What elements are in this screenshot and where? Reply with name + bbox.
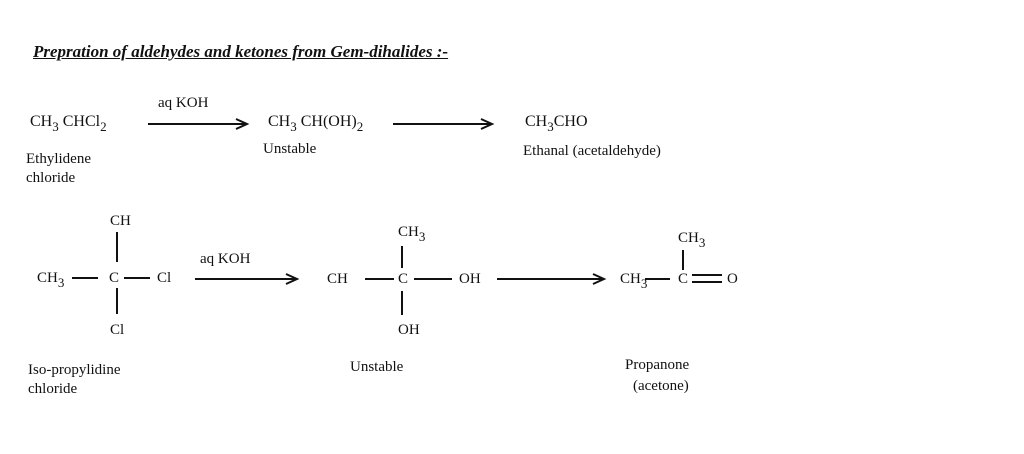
arrow-2b: [497, 273, 607, 285]
atom-left: CH3: [620, 271, 648, 291]
atom-left: CH: [327, 271, 348, 287]
atom-right: O: [727, 271, 738, 287]
reactant-name-2: chloride: [26, 170, 76, 186]
arrow-1b: [393, 118, 495, 130]
arrow-2a: [195, 273, 300, 285]
reagent-1: aq KOH: [158, 95, 209, 111]
bonds-intermediate-2: [365, 246, 452, 315]
bonds-product-2: [645, 250, 722, 283]
intermediate-label-1: Unstable: [263, 141, 317, 157]
reactant-name-1: Ethylidene: [26, 151, 91, 167]
formula-intermediate-1: CH3 CH(OH)2: [268, 113, 364, 134]
formula-ethylidene-chloride: CH3 CHCl2: [30, 113, 107, 134]
atom-top: CH3: [678, 230, 706, 250]
intermediate-label-2: Unstable: [350, 359, 404, 375]
product-alt-name-2: (acetone): [633, 378, 689, 394]
product-name-2: Propanone: [625, 357, 690, 373]
formula-ethanal: CH3CHO: [525, 113, 588, 134]
arrow-1a: [148, 118, 250, 130]
product-name-1: Ethanal (acetaldehyde): [523, 143, 661, 159]
atom-center: C: [398, 271, 409, 287]
atom-center: C: [109, 270, 120, 286]
atom-right: Cl: [157, 270, 172, 286]
page-title: Prepration of aldehydes and ketones from…: [33, 42, 449, 61]
atom-bottom: Cl: [110, 322, 125, 338]
atom-center: C: [678, 271, 689, 287]
reactant-name-2: chloride: [28, 381, 78, 397]
atom-right: OH: [459, 271, 481, 287]
bonds-reactant-2: [72, 232, 150, 314]
atom-top: CH3: [398, 224, 426, 244]
reagent-2: aq KOH: [200, 251, 251, 267]
atom-top: CH: [110, 213, 131, 229]
atom-left: CH3: [37, 270, 65, 290]
atom-bottom: OH: [398, 322, 420, 338]
reactant-name-1: Iso-propylidine: [28, 362, 121, 378]
